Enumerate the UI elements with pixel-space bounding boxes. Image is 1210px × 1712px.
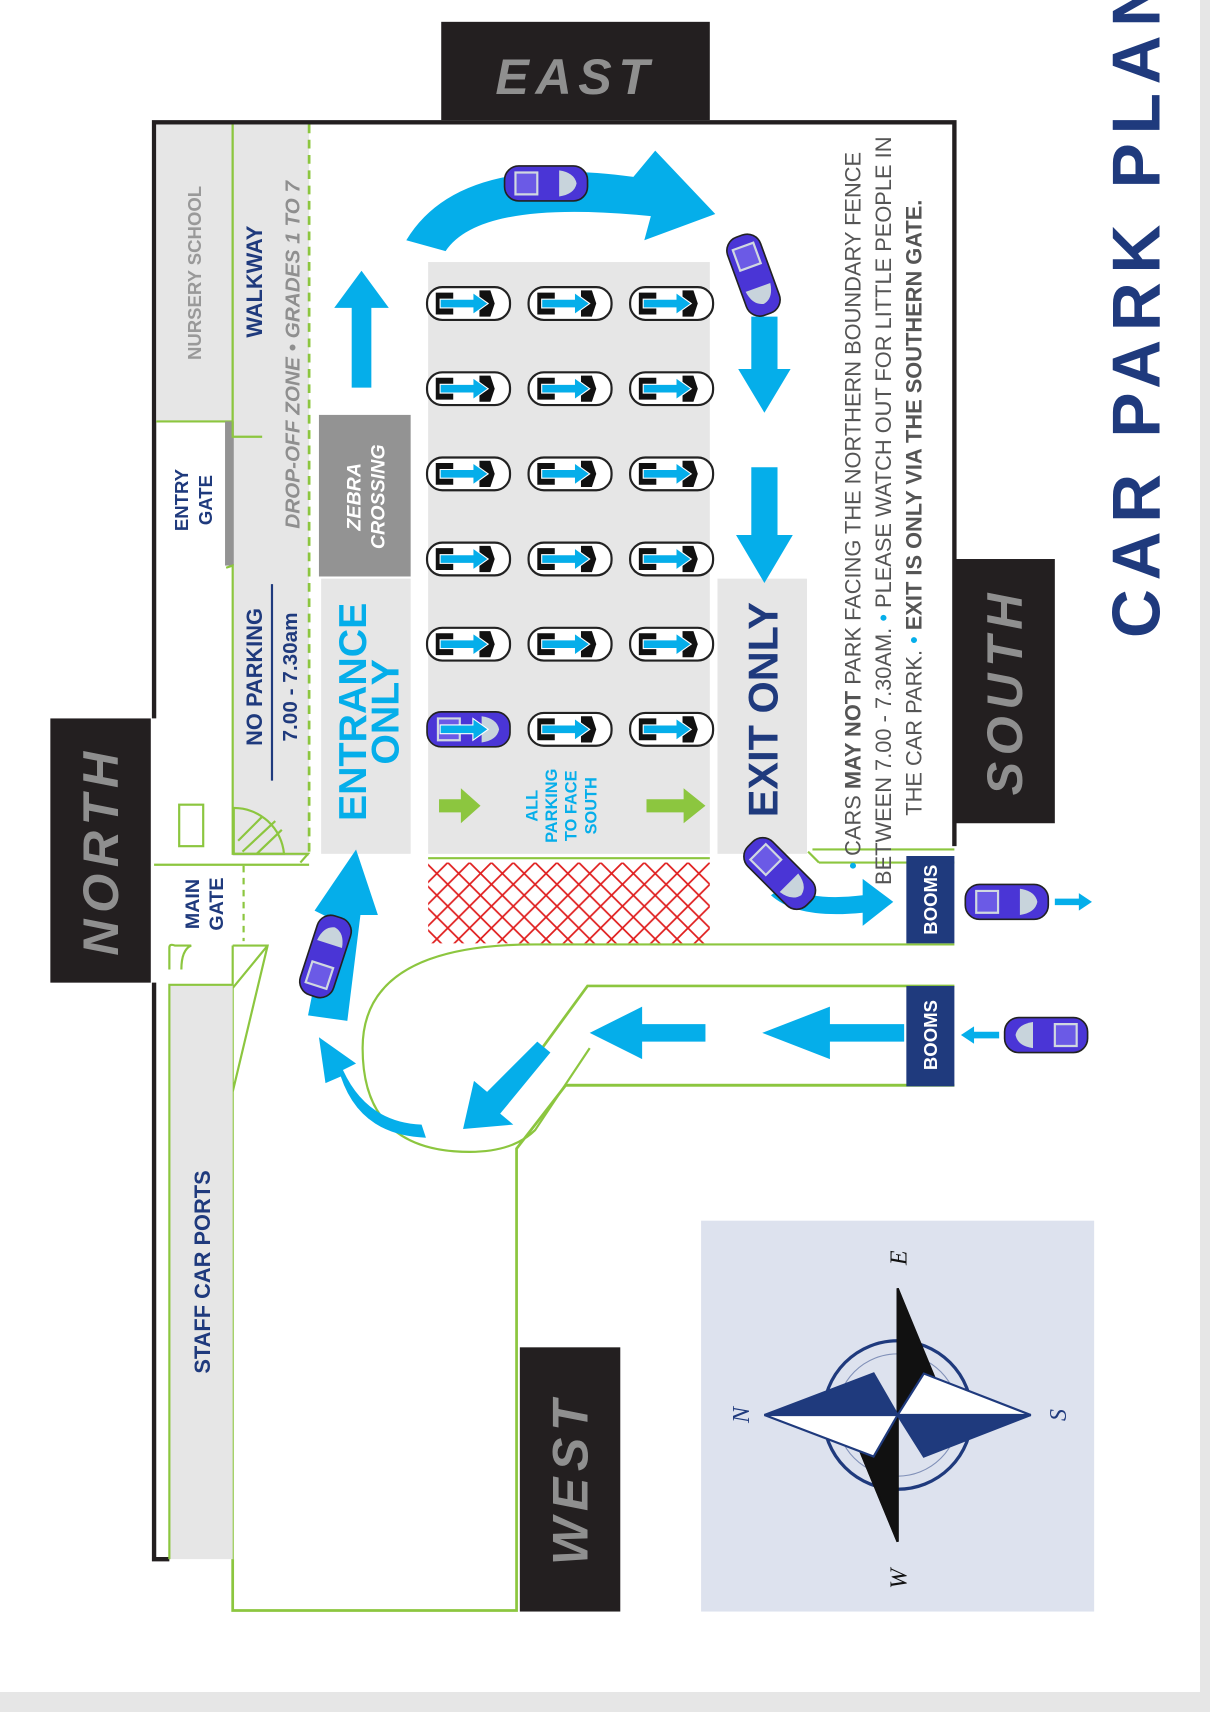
arrow-diag-icon: [463, 1041, 551, 1129]
drop-off-zone: [232, 124, 310, 857]
entry-booms-label: BOOMS: [920, 1000, 941, 1070]
compass-rose: N E S W: [701, 1220, 1095, 1612]
parking-spot: [629, 711, 715, 747]
parking-spot: [425, 456, 512, 492]
walkway-label: WALKWAY: [242, 225, 267, 337]
arrow-down-icon: [736, 467, 793, 584]
exit-booms-label: BOOMS: [920, 865, 941, 935]
arrow-up-icon: [334, 270, 389, 388]
parking-spot: [425, 541, 512, 577]
arrow-in-icon: [960, 1026, 1000, 1044]
arrow-left-icon: [589, 1006, 706, 1060]
parking-spot: [527, 711, 613, 747]
direction-label-south: SOUTH: [954, 559, 1055, 824]
boundary-fence: [151, 120, 957, 847]
arrow-uturn-icon: [318, 1037, 426, 1138]
arrow-down-icon: [738, 316, 791, 413]
parked-car-highlighted: [427, 712, 510, 747]
arrow-exit-icon: [770, 878, 894, 926]
nursery-school-label: NURSERY SCHOOL: [184, 186, 205, 360]
entrance-only-zone: [321, 578, 411, 854]
notice-text: • CARS MAY NOT PARK FACING THE NORTHERN …: [840, 130, 926, 884]
compass-n: N: [729, 1405, 755, 1424]
compass-e: E: [886, 1250, 912, 1266]
parking-spot: [425, 626, 512, 662]
compass-s: S: [1046, 1409, 1072, 1421]
car-icon: [964, 883, 1050, 921]
no-parking-label: NO PARKING: [242, 608, 267, 746]
direction-label-east: EAST: [441, 21, 710, 121]
parking-spot: [629, 286, 715, 322]
compass-w: W: [886, 1567, 912, 1589]
entry-booms[interactable]: BOOMS: [906, 985, 955, 1087]
parking-spot: [629, 371, 715, 407]
arrow-left-icon: [762, 1006, 905, 1060]
staff-car-ports-label: STAFF CAR PORTS: [190, 1170, 215, 1373]
parking-spot: [629, 456, 715, 492]
green-arrow-icon: [439, 788, 481, 824]
exit-only-label: EXIT ONLY: [740, 602, 787, 817]
parking-spot: [527, 456, 613, 492]
nursery-school-zone: [156, 124, 233, 422]
direction-label-west: WEST: [519, 1347, 621, 1612]
east-label: EAST: [495, 49, 655, 105]
parking-spot: [629, 626, 715, 662]
boundary-fence-west: [151, 982, 170, 1562]
parking-spot: [527, 286, 613, 322]
parking-spot: [527, 371, 613, 407]
parking-spot: [425, 286, 512, 322]
page-title: CAR PARK PLAN: [1100, 0, 1175, 638]
exit-booms[interactable]: BOOMS: [906, 856, 955, 944]
drop-off-zone-label: DROP-OFF ZONE • GRADES 1 TO 7: [281, 179, 304, 528]
direction-label-north: NORTH: [50, 718, 151, 983]
no-parking-time: 7.00 - 7.30am: [279, 612, 302, 741]
car-icon: [1003, 1016, 1089, 1054]
car-icon: [503, 164, 589, 202]
parking-spot: [527, 626, 613, 662]
entrance-only-label: ENTRANCEONLY: [331, 603, 408, 821]
south-label: SOUTH: [977, 587, 1033, 796]
north-label: NORTH: [73, 745, 129, 955]
green-arrow-icon: [646, 788, 706, 824]
no-go-hatched-area: [428, 862, 710, 944]
parking-spot: [629, 541, 715, 577]
parking-spot: [527, 541, 613, 577]
staff-car-ports-zone: [169, 984, 233, 1560]
car-icon: [721, 229, 786, 322]
parking-spot: [425, 371, 512, 407]
exit-only-zone: [717, 578, 807, 854]
zebra-crossing: [318, 414, 411, 577]
west-label: WEST: [543, 1394, 599, 1565]
arrow-out-icon: [1054, 893, 1092, 911]
